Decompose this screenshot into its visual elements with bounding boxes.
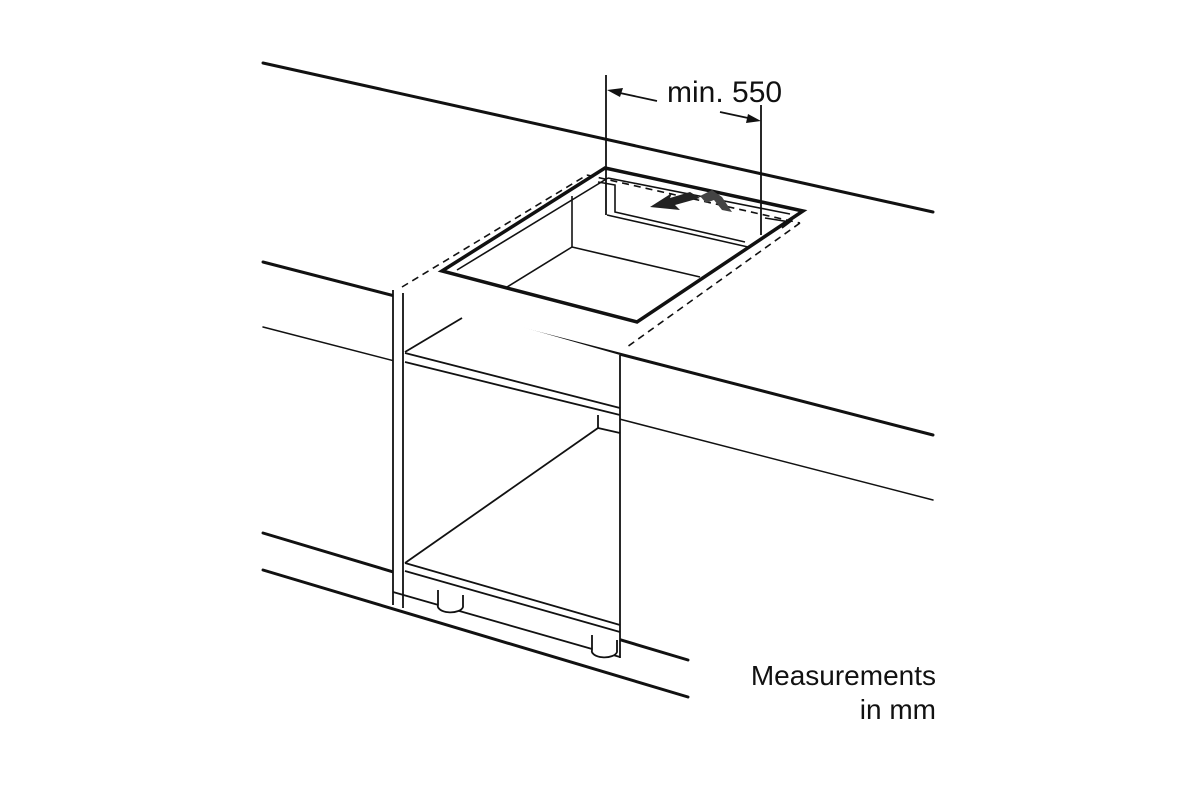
worktop-back-edge — [261, 61, 935, 214]
worktop-cutout — [401, 166, 808, 348]
airflow-arrow-out-icon — [650, 192, 700, 210]
dimension-marker — [605, 75, 762, 235]
measurement-note-line2: in mm — [860, 694, 936, 725]
plinth-bottom — [261, 568, 690, 699]
cabinet-leg-right — [590, 635, 618, 659]
cabinet — [392, 290, 621, 659]
dimension-label: min. 550 — [667, 76, 782, 109]
cabinet-leg-left — [436, 590, 464, 614]
airflow-arrow-in-icon — [700, 190, 732, 212]
measurement-note-line1: Measurements — [751, 660, 936, 691]
worktop-front-edge — [261, 260, 935, 437]
